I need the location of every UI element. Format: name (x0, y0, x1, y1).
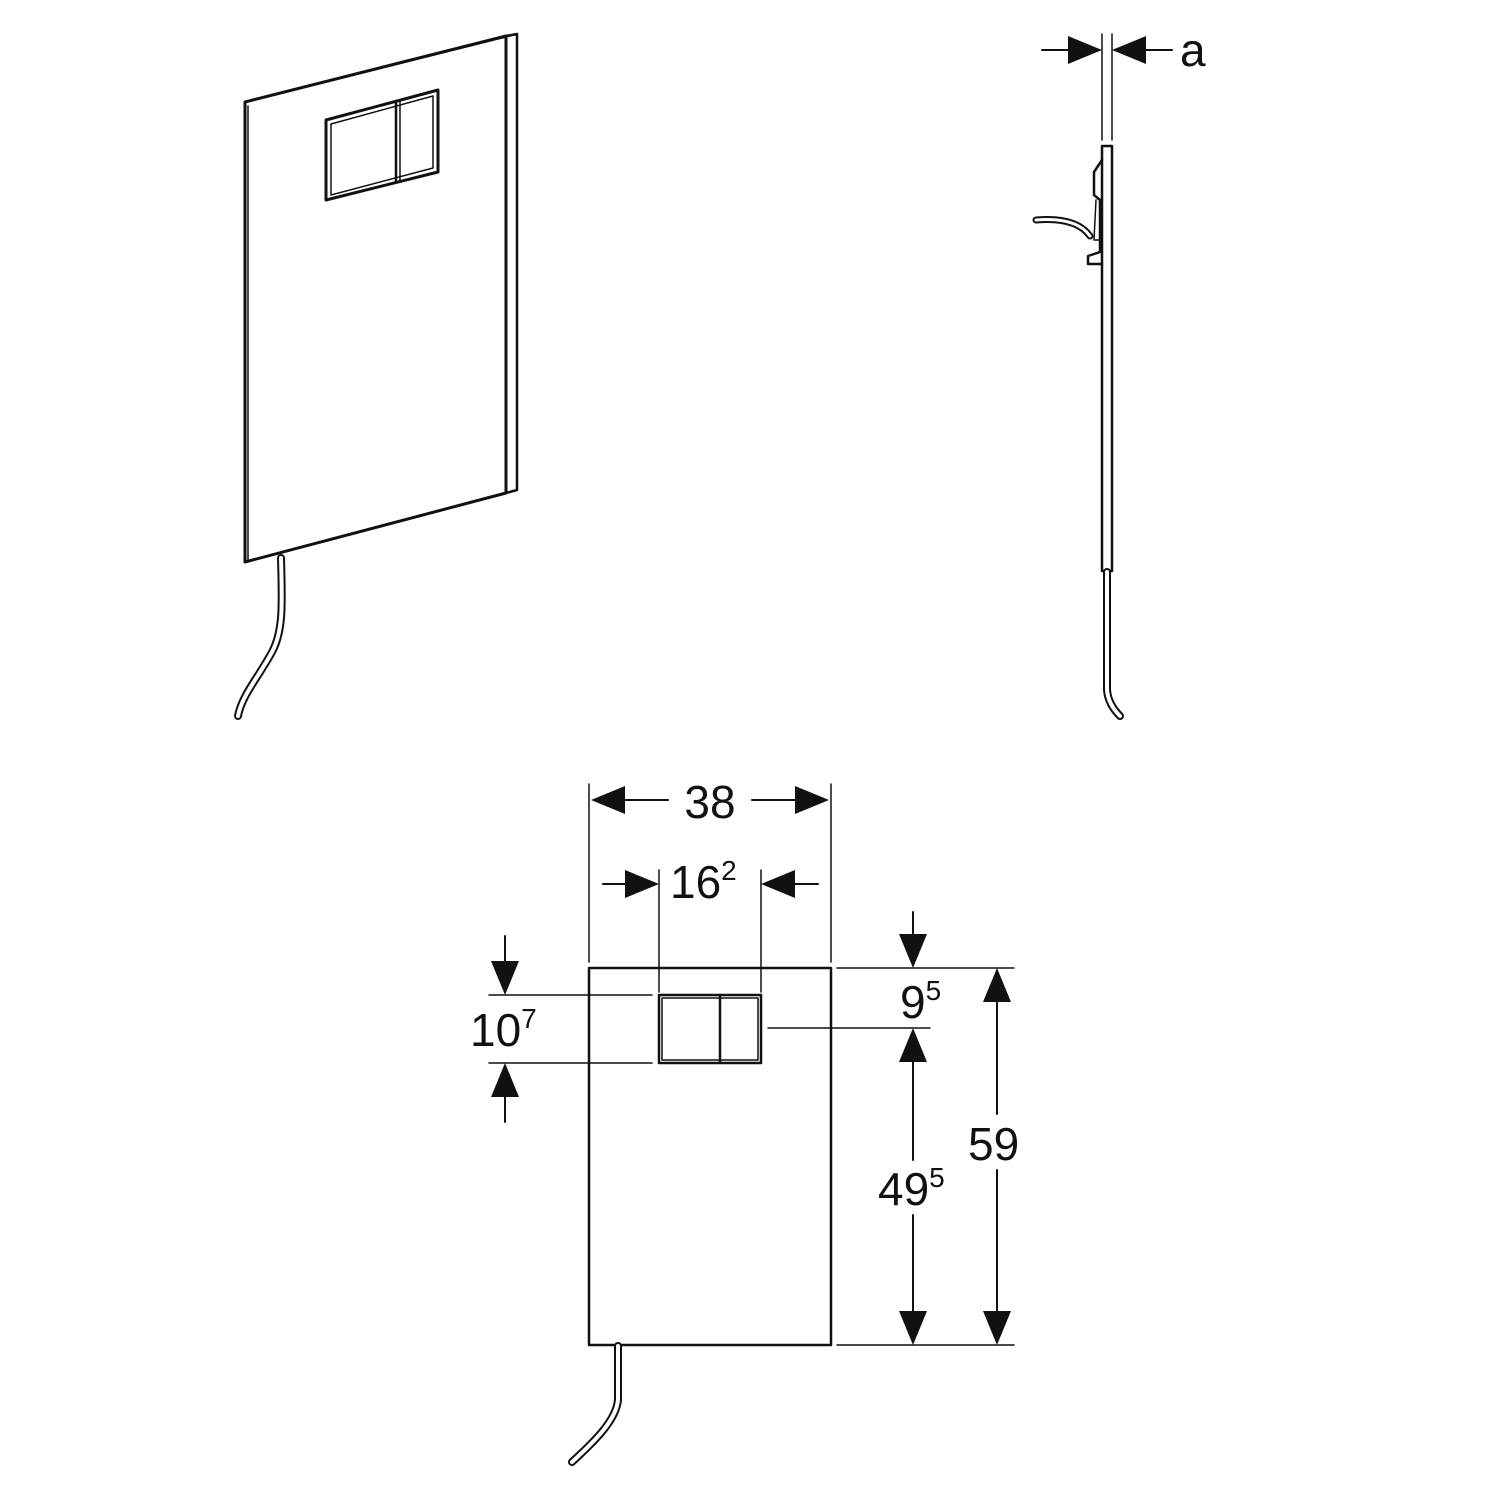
dim-button-height-arrow-top (491, 961, 519, 995)
side-bracket (1086, 158, 1104, 266)
side-cable-core (1105, 570, 1122, 718)
front-panel (587, 966, 833, 1347)
front-cable (568, 1342, 622, 1466)
front-actuator-plate (657, 993, 763, 1065)
dim-width-label: 38 (684, 776, 735, 828)
front-view: 38 162 107 95 (470, 776, 1019, 1466)
side-view: a (1032, 24, 1206, 720)
dim-button-width-label: 162 (670, 855, 737, 908)
side-bracket-detail (1093, 199, 1101, 241)
side-panel-profile (1100, 144, 1114, 573)
panel-front-face (243, 34, 508, 564)
dim-width-arrow-right (795, 786, 829, 814)
panel-cable (234, 554, 286, 720)
dim-bottom-offset-arrow-up (899, 1028, 927, 1062)
dim-a-arrow-left (1068, 36, 1102, 64)
perspective-view (234, 32, 519, 720)
dim-a-arrow-right (1112, 36, 1146, 64)
dim-top-offset-label: 95 (900, 975, 941, 1028)
panel-cable-core (236, 556, 284, 718)
dim-bottom-offset-label: 495 (878, 1162, 945, 1215)
dim-total-height-label: 59 (968, 1118, 1019, 1170)
dim-total-height-arrow-up (983, 968, 1011, 1002)
dim-a-label: a (1180, 24, 1206, 76)
dim-button-height-arrow-bottom (491, 1063, 519, 1097)
panel-top-edge (244, 33, 518, 103)
dim-button-width-arrow-right (761, 870, 795, 898)
front-cable-core (570, 1344, 620, 1464)
dim-width-arrow-left (591, 786, 625, 814)
panel-edge-face (504, 32, 519, 495)
side-pipe-core (1034, 218, 1092, 238)
dim-top-offset-arrow-down (899, 934, 927, 968)
dim-bottom-offset-arrow-down (899, 1311, 927, 1345)
actuator-plate (324, 88, 440, 202)
front-actuator-plate-inner (661, 997, 759, 1061)
dim-button-width-arrow-left (625, 870, 659, 898)
dim-total-height-arrow-down (983, 1311, 1011, 1345)
dim-button-height-label: 107 (470, 1003, 537, 1056)
actuator-plate-inner (330, 95, 434, 196)
